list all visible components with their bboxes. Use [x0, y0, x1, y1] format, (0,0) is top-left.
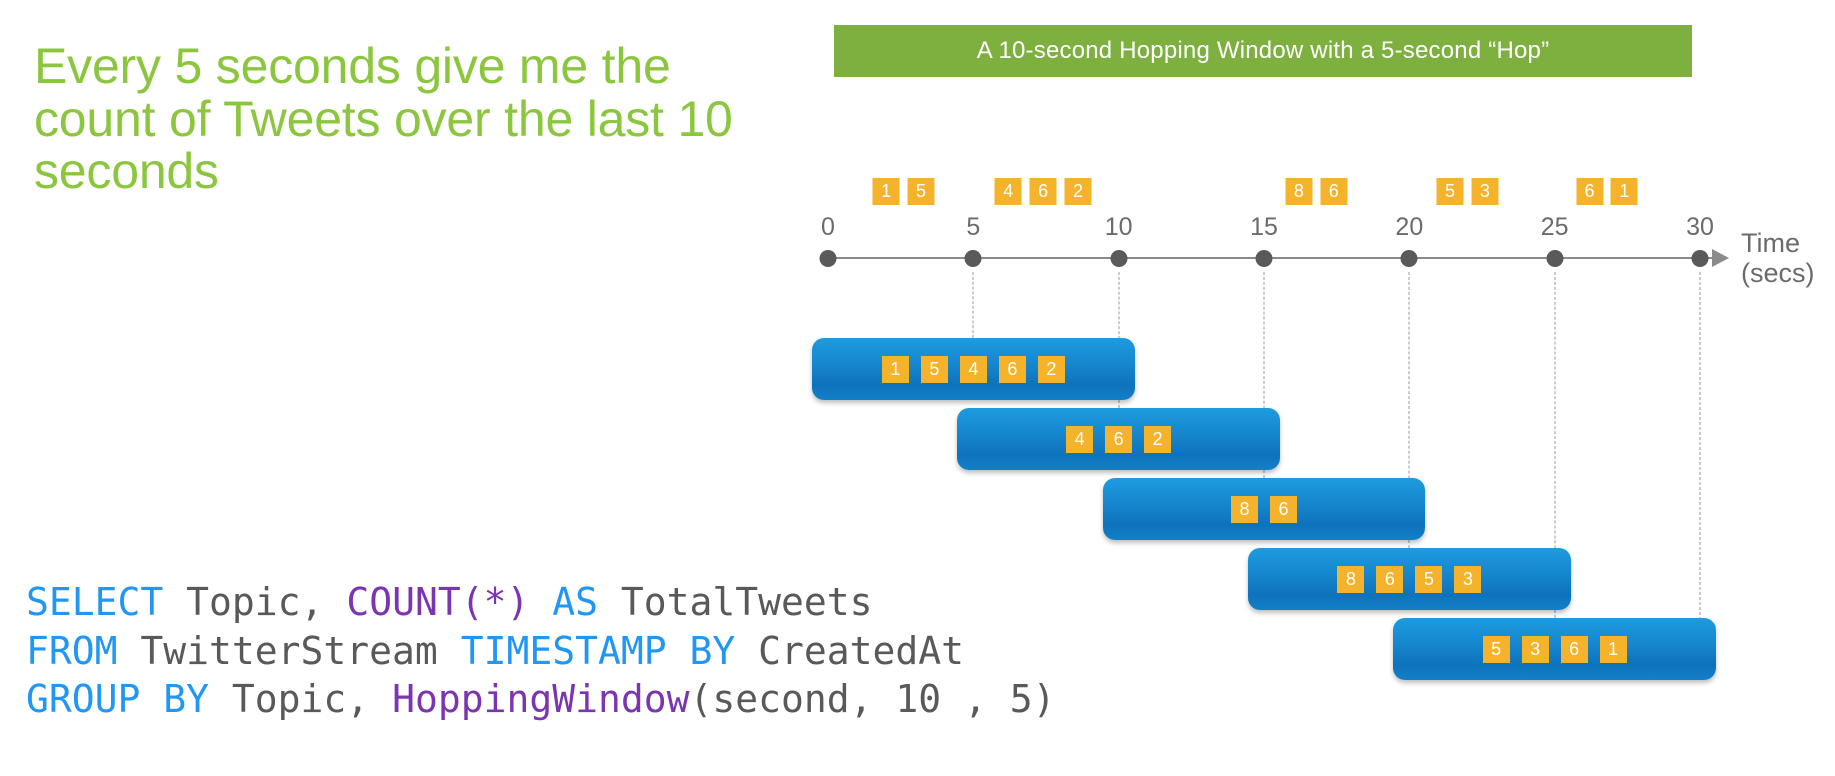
- sql-token: GROUP BY: [26, 677, 210, 722]
- window-event-chip: 8: [1337, 565, 1365, 593]
- timeline-event-chip: 6: [1029, 178, 1057, 205]
- timeline-axis-label: Time: [1741, 228, 1800, 258]
- window-event-chip: 6: [1105, 425, 1133, 453]
- timeline-event-chip: 1: [1610, 178, 1638, 205]
- sql-token: AS: [552, 580, 598, 624]
- window-event-chip: 2: [1037, 355, 1065, 383]
- timeline-tick-dot-15: [1255, 250, 1273, 267]
- window-event-chip: 1: [881, 355, 909, 383]
- sql-token: TwitterStream: [117, 628, 461, 673]
- timeline-event-chip: 2: [1064, 178, 1092, 205]
- timeline-event-chip: 4: [994, 178, 1022, 205]
- window-event-chip: 6: [1560, 635, 1588, 663]
- window-event-chip: 6: [1376, 565, 1404, 593]
- timeline-event-chip: 6: [1320, 178, 1348, 205]
- timeline-guide-line: [1408, 272, 1410, 548]
- timeline-tick-label-20: 20: [1395, 213, 1424, 241]
- timeline-tick-dot-10: [1110, 250, 1128, 267]
- sql-token: Topic,: [209, 677, 393, 722]
- timeline-tick-dot-5: [964, 250, 982, 267]
- sql-token: FROM: [26, 628, 118, 673]
- sql-token: [529, 580, 552, 624]
- section-banner-label: A 10-second Hopping Window with a 5-seco…: [976, 37, 1550, 64]
- timeline-event-chip: 8: [1285, 178, 1313, 205]
- timeline-guide-line: [1699, 272, 1701, 680]
- timeline-axis-arrow-icon: [1712, 249, 1729, 267]
- window-event-chip: 5: [1415, 565, 1443, 593]
- window-event-chip: 3: [1521, 635, 1549, 663]
- window-event-chip: 3: [1454, 565, 1482, 593]
- section-banner: A 10-second Hopping Window with a 5-seco…: [834, 25, 1692, 77]
- sql-token: Topic,: [163, 580, 347, 624]
- timeline-event-chip: 6: [1576, 178, 1604, 205]
- sql-token: TotalTweets: [598, 580, 873, 624]
- timeline-axis-sublabel: (secs): [1741, 258, 1815, 288]
- sql-line: FROM TwitterStream TIMESTAMP BY CreatedA…: [26, 627, 1056, 676]
- sql-token: CreatedAt: [735, 628, 965, 673]
- timeline-tick-label-10: 10: [1104, 213, 1133, 241]
- timeline-tick-dot-20: [1400, 250, 1418, 267]
- window-event-chip: 4: [959, 355, 987, 383]
- page-title: Every 5 seconds give me the count of Twe…: [34, 38, 733, 199]
- sql-token: COUNT(*): [346, 580, 530, 624]
- window-event-chip: 2: [1144, 425, 1172, 453]
- timeline-tick-dot-25: [1546, 250, 1564, 267]
- window-event-chip: 1: [1599, 635, 1627, 663]
- timeline-event-chip: 3: [1471, 178, 1499, 205]
- sql-token: SELECT: [26, 580, 164, 624]
- window-event-chip: 6: [1269, 495, 1297, 523]
- timeline-guide-line: [972, 272, 974, 338]
- timeline-event-chip: 1: [872, 178, 900, 205]
- timeline-tick-label-30: 30: [1686, 213, 1714, 241]
- timeline-tick-label-5: 5: [966, 213, 981, 241]
- window-event-chip: 5: [920, 355, 948, 383]
- timeline-tick-label-0: 0: [821, 213, 835, 241]
- timeline-guide-line: [1263, 272, 1265, 478]
- timeline-guide-line: [1554, 272, 1556, 618]
- timeline-tick-label-25: 25: [1540, 213, 1569, 241]
- window-event-chip: 4: [1066, 425, 1094, 453]
- sql-token: TIMESTAMP BY: [460, 628, 736, 673]
- timeline-event-chip: 5: [1436, 178, 1464, 205]
- sql-line: SELECT Topic, COUNT(*) AS TotalTweets: [26, 578, 1056, 627]
- timeline-tick-dot-30: [1691, 250, 1709, 267]
- timeline-event-chip: 5: [907, 178, 935, 205]
- timeline-tick-label-15: 15: [1250, 213, 1278, 241]
- sql-token: HoppingWindow: [392, 677, 690, 722]
- window-event-chip: 6: [998, 355, 1026, 383]
- window-event-chip: 5: [1482, 635, 1510, 663]
- window-event-chip: 8: [1230, 495, 1258, 523]
- timeline-tick-dot-0: [819, 250, 837, 267]
- sql-token: (second, 10 , 5): [689, 677, 1056, 722]
- sql-line: GROUP BY Topic, HoppingWindow(second, 10…: [26, 675, 1056, 724]
